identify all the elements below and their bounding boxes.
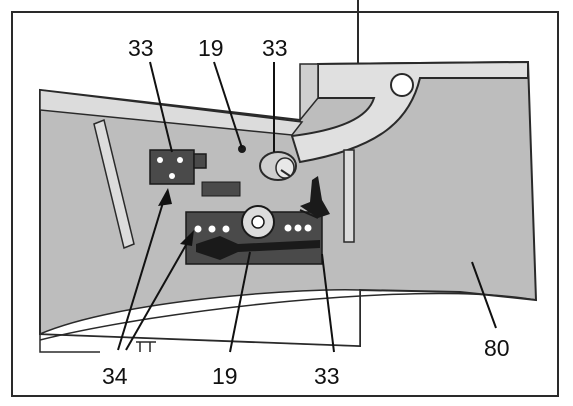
arrowhead-34-b: [180, 230, 194, 246]
plate-hole: [208, 225, 216, 233]
screw-hole: [177, 157, 183, 163]
bracket-lip: [299, 63, 319, 123]
callout-34: 34: [102, 363, 128, 389]
plate-hole: [194, 225, 202, 233]
arrowhead-34-a: [158, 188, 172, 206]
callout-33-top-right: 33: [262, 35, 288, 61]
callout-19-top: 19: [198, 35, 224, 61]
lower-sweep: [39, 292, 537, 341]
slot-block: [201, 181, 241, 197]
support-rod: [93, 118, 135, 250]
screw-hole: [169, 173, 175, 179]
callout-33-bottom: 33: [314, 363, 340, 389]
connector-tab: [193, 153, 207, 169]
lever-arm: [196, 236, 320, 260]
plate-hole: [304, 224, 312, 232]
bracket-arm: [290, 60, 529, 164]
spring-stem: [299, 209, 319, 219]
leader-19-bottom: [229, 251, 251, 353]
pin-19: [238, 145, 246, 153]
small-clip: [136, 341, 156, 352]
leader-19-top: [213, 61, 243, 149]
wheel-hub: [251, 215, 265, 229]
lower-hook: [39, 334, 100, 353]
leader-80: [471, 261, 497, 329]
lower-cutout: [39, 289, 361, 347]
leader-34-a: [117, 195, 166, 351]
plate-hole: [294, 224, 302, 232]
plate-hole: [284, 224, 292, 232]
leader-33-top-left: [149, 61, 173, 153]
leader-34-b: [125, 237, 191, 351]
screw-hole: [157, 157, 163, 163]
rotary-slot: [280, 169, 291, 177]
callout-80: 80: [484, 335, 510, 361]
callout-19-bottom: 19: [212, 363, 238, 389]
spring-lever: [300, 176, 330, 218]
rotary-knob-inner: [275, 157, 295, 179]
vertical-post: [343, 149, 355, 243]
leader-33-bottom: [321, 253, 335, 353]
plate-hole: [222, 225, 230, 233]
bracket-hole: [390, 73, 414, 97]
callout-33-top-left: 33: [128, 35, 154, 61]
